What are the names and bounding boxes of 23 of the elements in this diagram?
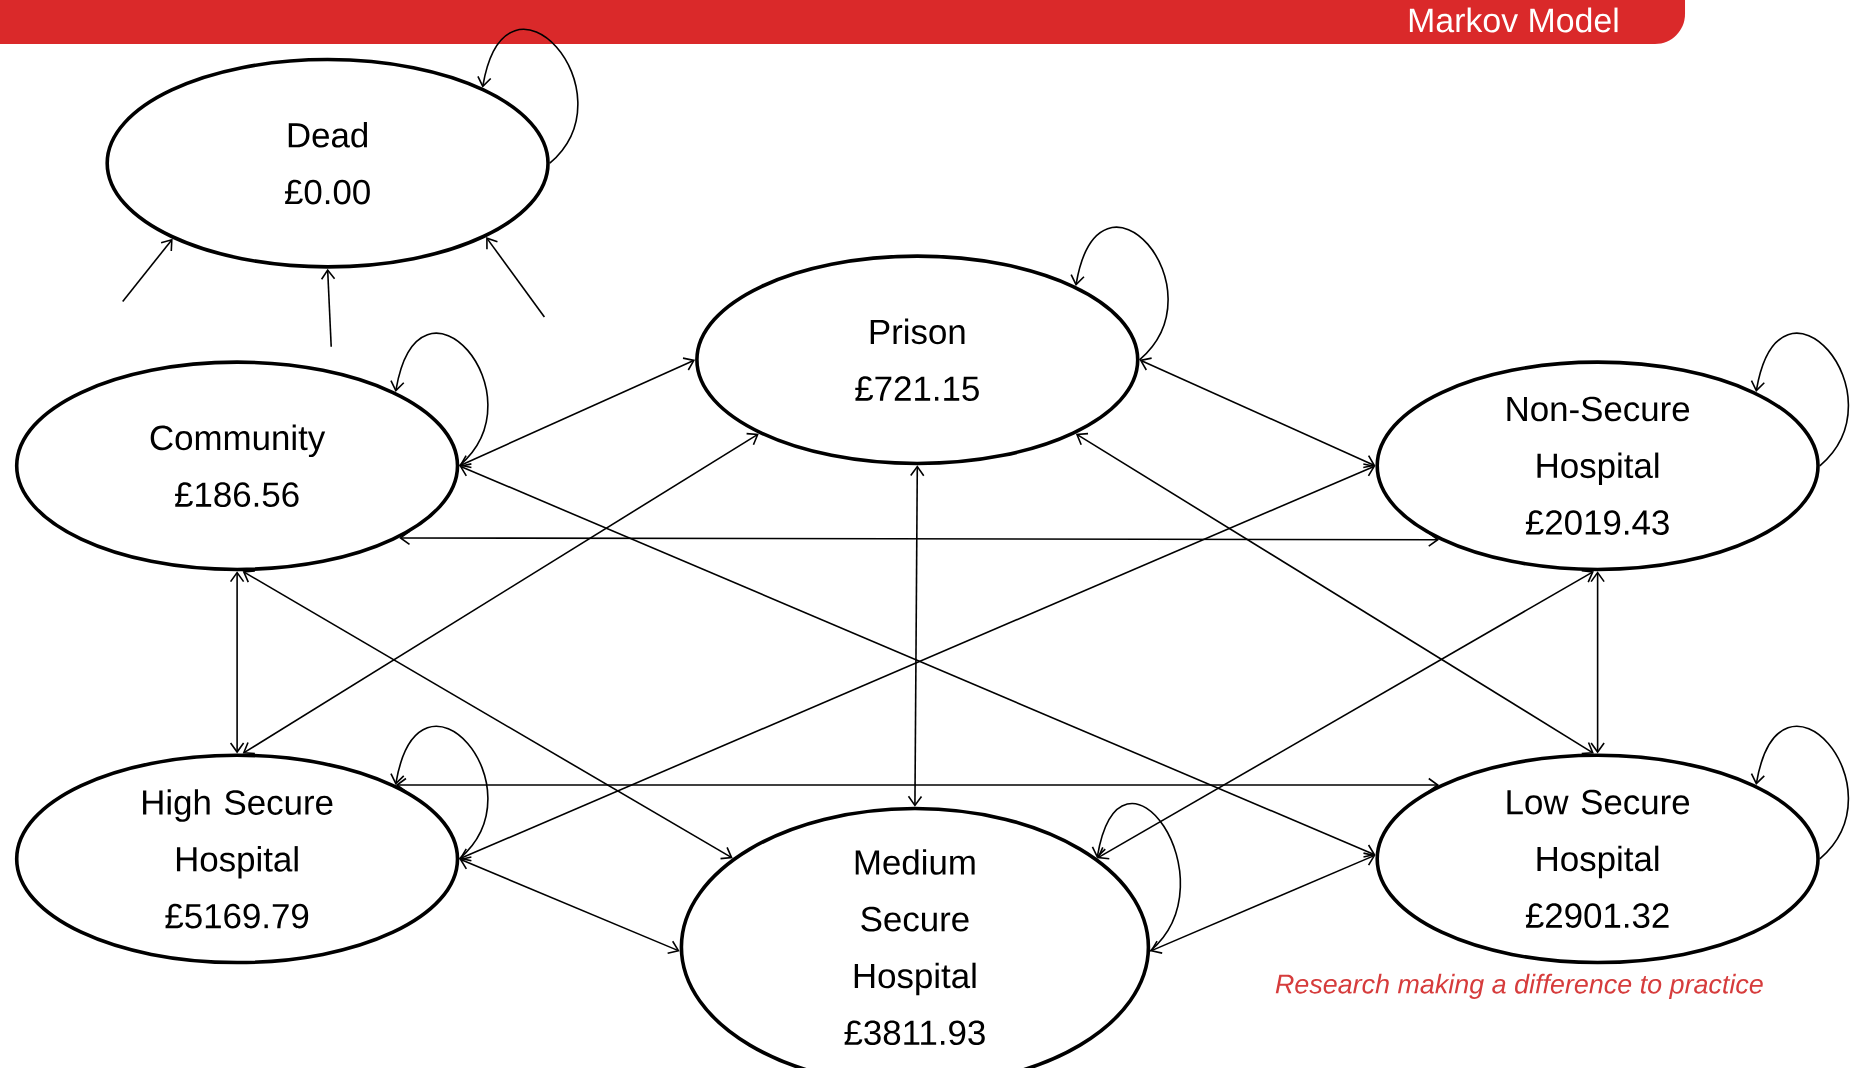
arrow xyxy=(1590,571,1605,754)
arrow xyxy=(242,432,759,755)
loop-arrow xyxy=(477,29,579,164)
arrow xyxy=(242,570,733,860)
loop-arrow xyxy=(1750,332,1850,467)
loop-arrow xyxy=(1750,725,1850,860)
arrow xyxy=(459,357,696,469)
arrow xyxy=(121,238,173,303)
arrow xyxy=(1139,357,1376,469)
arrow xyxy=(486,237,546,318)
arrow xyxy=(320,268,336,348)
loop-arrow xyxy=(1070,226,1169,361)
arrow xyxy=(1150,852,1376,954)
arrow xyxy=(399,530,1440,547)
arrow xyxy=(1075,432,1594,755)
arrow xyxy=(395,777,1440,793)
arrow xyxy=(1097,570,1594,860)
title: Markov Model xyxy=(1409,7,1618,33)
loop-arrow xyxy=(390,725,489,860)
arrow xyxy=(229,571,245,754)
arrow xyxy=(907,465,925,807)
loop-arrow xyxy=(1091,803,1182,952)
arrow xyxy=(459,856,680,954)
